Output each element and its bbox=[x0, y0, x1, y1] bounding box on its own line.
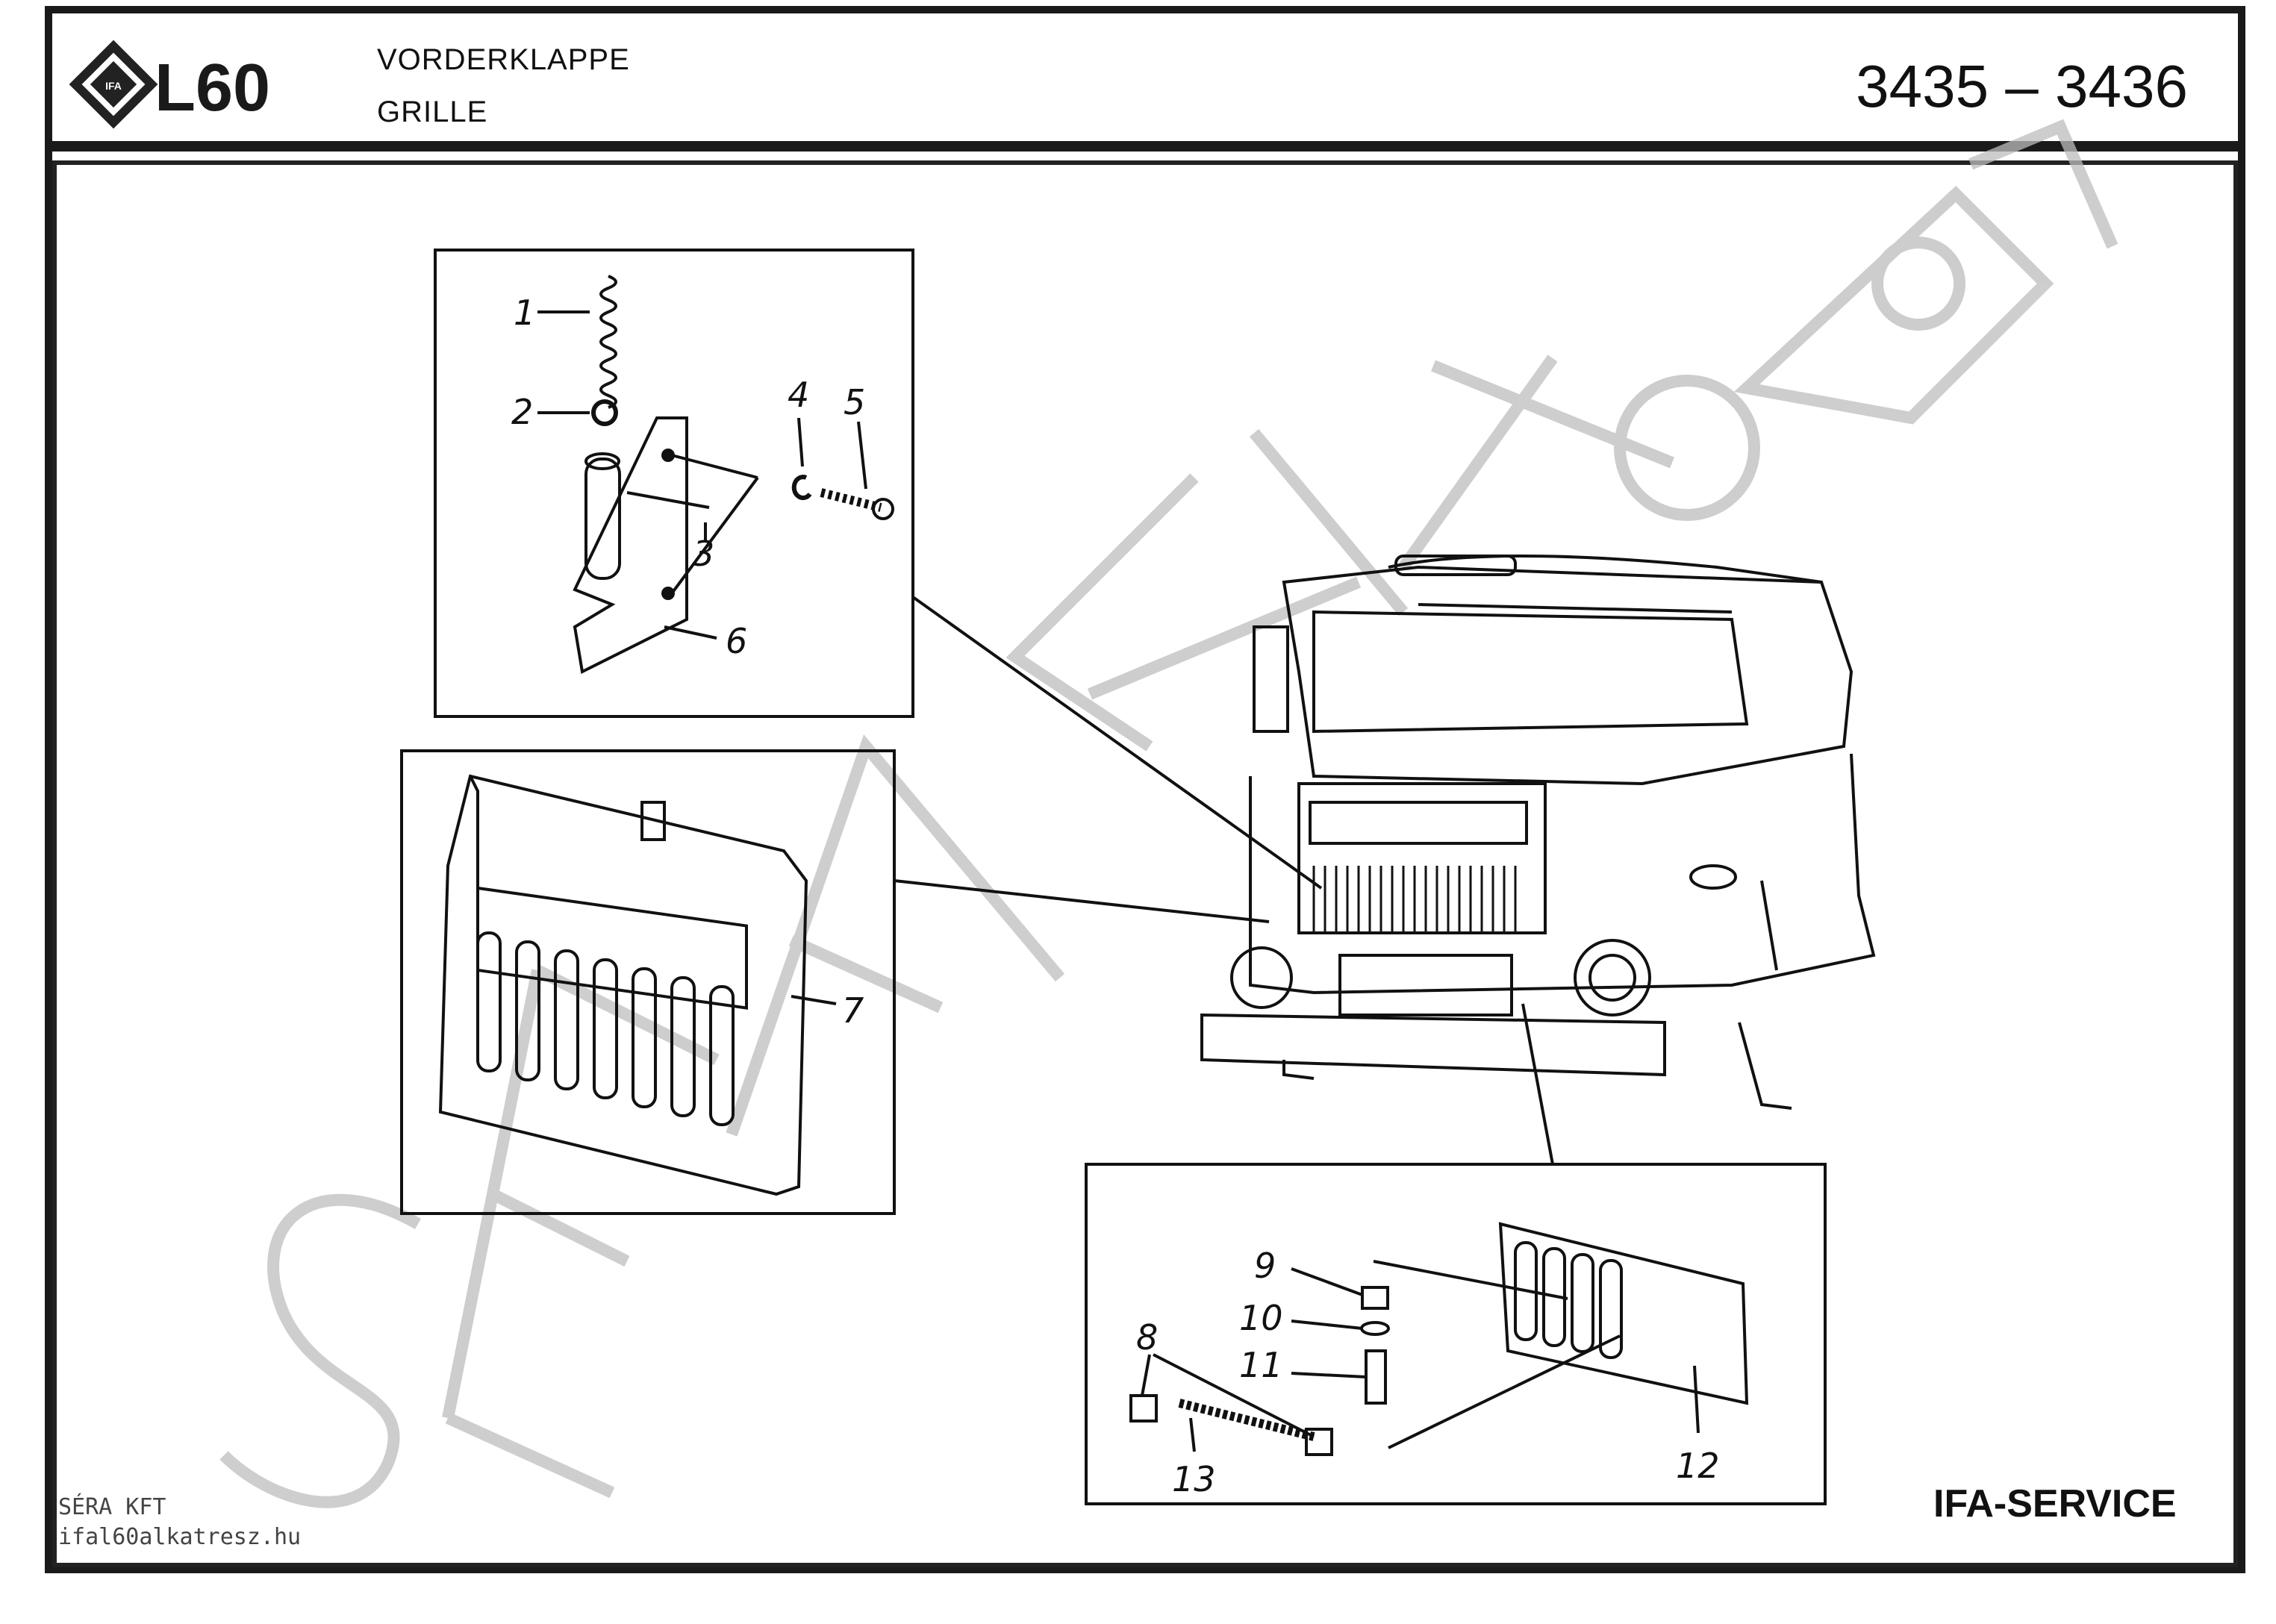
svg-text:IFA: IFA bbox=[105, 80, 122, 92]
drawing-area bbox=[52, 160, 2238, 1567]
callout-9: 9 bbox=[1254, 1246, 1276, 1286]
callout-10: 10 bbox=[1239, 1298, 1283, 1338]
brand-text: L60 bbox=[155, 51, 270, 125]
cab-grille-slots bbox=[1312, 866, 1517, 933]
callout-1: 1 bbox=[514, 293, 535, 333]
grille-panel bbox=[438, 774, 808, 1196]
screw-part bbox=[820, 488, 882, 512]
clip-part bbox=[791, 475, 812, 501]
hinge-plate bbox=[573, 416, 688, 674]
company-name: SÉRA KFT bbox=[58, 1494, 166, 1520]
lower-grille-panel bbox=[1498, 1222, 1749, 1405]
ifa-service-brand: IFA-SERVICE bbox=[1933, 1482, 2177, 1525]
watermark-graphic bbox=[219, 119, 2118, 1508]
website-text: ifal60alkatresz.hu bbox=[58, 1524, 302, 1550]
watermark-caption: SÉRA KFT ifal60alkatresz.hu bbox=[58, 1493, 301, 1552]
bumper bbox=[1200, 1013, 1666, 1077]
detail-box-lower-grille bbox=[1085, 1163, 1827, 1505]
truck-cab-illustration bbox=[1200, 555, 1876, 1110]
page-numbers: 3435 – 3436 bbox=[1856, 53, 2188, 119]
nut-part bbox=[1361, 1286, 1389, 1310]
callout-8: 8 bbox=[1136, 1317, 1158, 1358]
callout-6: 6 bbox=[726, 621, 747, 661]
bolt-part bbox=[1365, 1349, 1387, 1405]
callout-7: 7 bbox=[842, 990, 864, 1031]
washer-part-2 bbox=[1360, 1321, 1390, 1336]
title-english: GRILLE bbox=[377, 96, 488, 128]
callout-11: 11 bbox=[1239, 1345, 1283, 1385]
ifa-l60-logo: IFA L60 bbox=[69, 36, 352, 133]
lower-grille-slots bbox=[1514, 1241, 1623, 1359]
header-bar bbox=[52, 13, 2238, 152]
grille-slots bbox=[476, 931, 735, 1126]
callout-13: 13 bbox=[1172, 1459, 1216, 1499]
callout-5: 5 bbox=[844, 382, 865, 422]
spring-part bbox=[599, 275, 617, 409]
nut-part-2 bbox=[1129, 1394, 1158, 1422]
callout-12: 12 bbox=[1676, 1446, 1720, 1486]
callout-4: 4 bbox=[788, 375, 809, 415]
threaded-rod bbox=[1178, 1399, 1315, 1441]
washer-part bbox=[591, 399, 618, 426]
title-german: VORDERKLAPPE bbox=[377, 43, 630, 76]
detail-box-hinge bbox=[434, 249, 914, 718]
callout-2: 2 bbox=[511, 392, 533, 432]
callout-labels: 1 2 3 4 5 6 7 8 9 10 11 12 13 bbox=[511, 293, 1720, 1499]
grille-upper-opening bbox=[476, 886, 748, 1010]
callout-3: 3 bbox=[693, 534, 714, 574]
detail-box-grille bbox=[400, 749, 896, 1215]
nut-part-3 bbox=[1305, 1428, 1333, 1456]
page-border bbox=[45, 6, 2245, 1573]
hinge-tube bbox=[584, 457, 621, 580]
